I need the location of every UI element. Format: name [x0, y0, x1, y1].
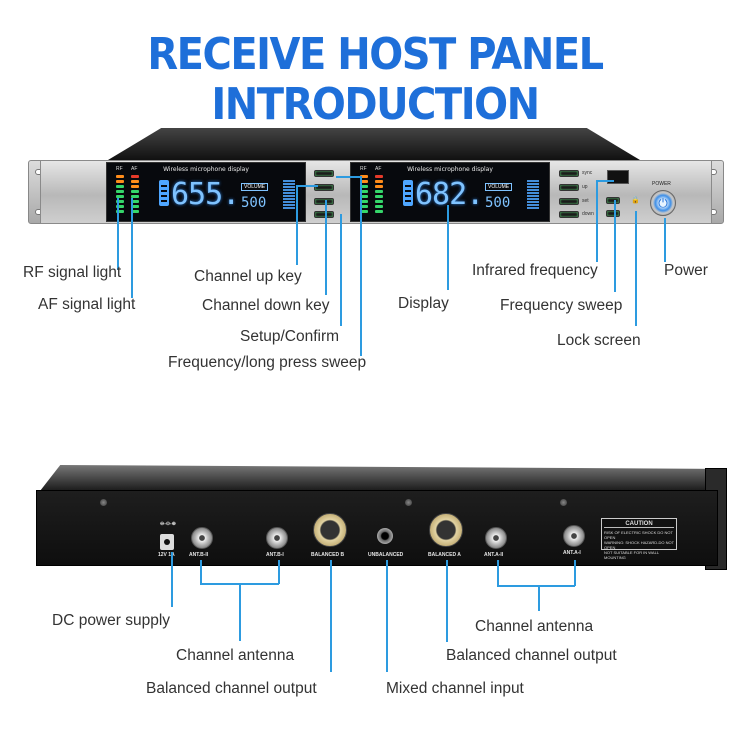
page-title: RECEIVE HOST PANEL INTRODUCTION: [147, 30, 604, 130]
af-tag: AF: [131, 166, 138, 172]
rf-tag: RF: [116, 166, 123, 172]
rf-tag: RF: [360, 166, 367, 172]
ant-b1-label: ANT.B-I: [266, 552, 284, 558]
rf-led-column: [116, 175, 124, 215]
setup-confirm-key[interactable]: [314, 198, 334, 205]
callout-mixed-input: Mixed channel input: [386, 680, 524, 697]
level-meter: [527, 180, 539, 210]
callout-dc-power-supply: DC power supply: [52, 612, 171, 629]
callout-rf-signal-light: RF signal light: [23, 264, 122, 281]
caution-label: CAUTION RISK OF ELECTRIC SHOCK DO NOT OP…: [601, 518, 677, 560]
level-meter: [283, 180, 295, 210]
callout-channel-up-key: Channel up key: [194, 268, 302, 285]
sync-key-label: sync: [582, 170, 593, 176]
down-key[interactable]: [559, 211, 579, 218]
callout-balanced-output-b: Balanced channel output: [146, 680, 317, 697]
af-led-column: [375, 175, 383, 215]
antenna-b1-connector[interactable]: [266, 527, 288, 549]
channel-up-key[interactable]: [314, 184, 334, 191]
unbalanced-jack[interactable]: [377, 528, 393, 544]
unbalanced-label: UNBALANCED: [368, 552, 404, 558]
antenna-b2-connector[interactable]: [191, 527, 213, 549]
caution-line-3: NOT SUITABLE FOR IN WALL MOUNTING: [604, 550, 659, 560]
rf-led-column: [360, 175, 368, 215]
frequency-readout: 682.: [415, 177, 484, 212]
callout-balanced-output-a: Balanced channel output: [446, 647, 617, 664]
frequency-decimal: 500: [485, 195, 511, 211]
frequency-sweep-key[interactable]: [606, 197, 620, 204]
caution-line-1: RISK OF ELECTRIC SHOCK DO NOT OPEN: [604, 530, 673, 540]
display-screen-b: Wireless microphone display RF AF 682. V…: [350, 162, 550, 222]
dc-label: 12V 1A: [158, 552, 175, 558]
power-label: POWER: [652, 181, 671, 187]
callout-power: Power: [664, 262, 708, 279]
channel-down-key[interactable]: [314, 211, 334, 218]
battery-icon: [159, 180, 169, 206]
lock-screen-key[interactable]: [606, 210, 620, 217]
volume-indicator: VOLUME: [241, 183, 269, 191]
balanced-a-xlr[interactable]: [429, 513, 463, 547]
chassis-top: [108, 128, 640, 160]
set-key[interactable]: [559, 198, 579, 205]
caution-line-2: WARNING: SHOCK HAZARD-DO NOT OPEN: [604, 540, 675, 550]
down-key-label: down: [582, 211, 594, 217]
keypad-a: [312, 164, 348, 220]
frequency-decimal: 500: [241, 195, 267, 211]
callout-channel-down-key: Channel down key: [202, 297, 330, 314]
rear-chassis-top: [40, 465, 715, 491]
power-button[interactable]: ⏻: [650, 190, 676, 216]
dc-power-jack[interactable]: [160, 534, 174, 550]
frequency-readout: 655.: [171, 177, 240, 212]
af-led-column: [131, 175, 139, 215]
caution-title: CAUTION: [604, 521, 674, 528]
callout-frequency-sweep: Frequency sweep: [500, 297, 623, 314]
up-key-label: up: [582, 184, 588, 190]
ant-a1-label: ANT.A-I: [563, 550, 581, 556]
ant-b2-label: ANT.B-II: [189, 552, 209, 558]
callout-af-signal-light: AF signal light: [38, 296, 136, 313]
lock-icon: 🔒: [631, 197, 640, 204]
antenna-a1-connector[interactable]: [563, 525, 585, 547]
battery-icon: [403, 180, 413, 206]
volume-indicator: VOLUME: [485, 183, 513, 191]
frequency-key-a[interactable]: [314, 170, 334, 177]
antenna-a2-connector[interactable]: [485, 527, 507, 549]
balanced-b-label: BALANCED B: [311, 552, 345, 558]
callout-channel-antenna-a: Channel antenna: [475, 618, 594, 635]
ant-a2-label: ANT.A-II: [484, 552, 504, 558]
callout-display: Display: [398, 295, 449, 312]
set-key-label: set: [582, 198, 589, 204]
callout-channel-antenna-b: Channel antenna: [176, 647, 295, 664]
callout-frequency-long-press: Frequency/long press sweep: [168, 354, 367, 371]
up-key[interactable]: [559, 184, 579, 191]
display-screen-a: Wireless microphone display RF AF 655. V…: [106, 162, 306, 222]
keypad-b: sync up set down: [557, 164, 603, 220]
screen-caption: Wireless microphone display: [407, 166, 493, 173]
af-tag: AF: [375, 166, 382, 172]
screen-caption: Wireless microphone display: [163, 166, 249, 173]
callout-infrared-frequency: Infrared frequency: [472, 262, 598, 279]
infrared-window: [607, 170, 629, 184]
balanced-a-label: BALANCED A: [428, 552, 461, 558]
callout-lock-screen: Lock screen: [557, 332, 641, 349]
dc-symbol: ⊖-⊙-⊕: [160, 521, 176, 527]
sync-key[interactable]: [559, 170, 579, 177]
callout-setup-confirm: Setup/Confirm: [240, 328, 340, 345]
balanced-b-xlr[interactable]: [313, 513, 347, 547]
